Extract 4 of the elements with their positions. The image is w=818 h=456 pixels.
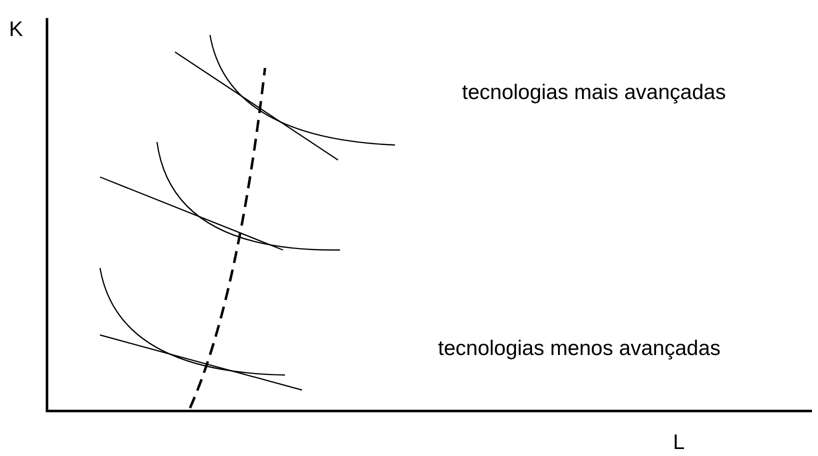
axis-label: K [9, 19, 24, 40]
curve-label: tecnologias menos avançadas [438, 338, 721, 359]
axis-label: L [673, 432, 685, 453]
curve-label: tecnologias mais avançadas [462, 82, 726, 103]
